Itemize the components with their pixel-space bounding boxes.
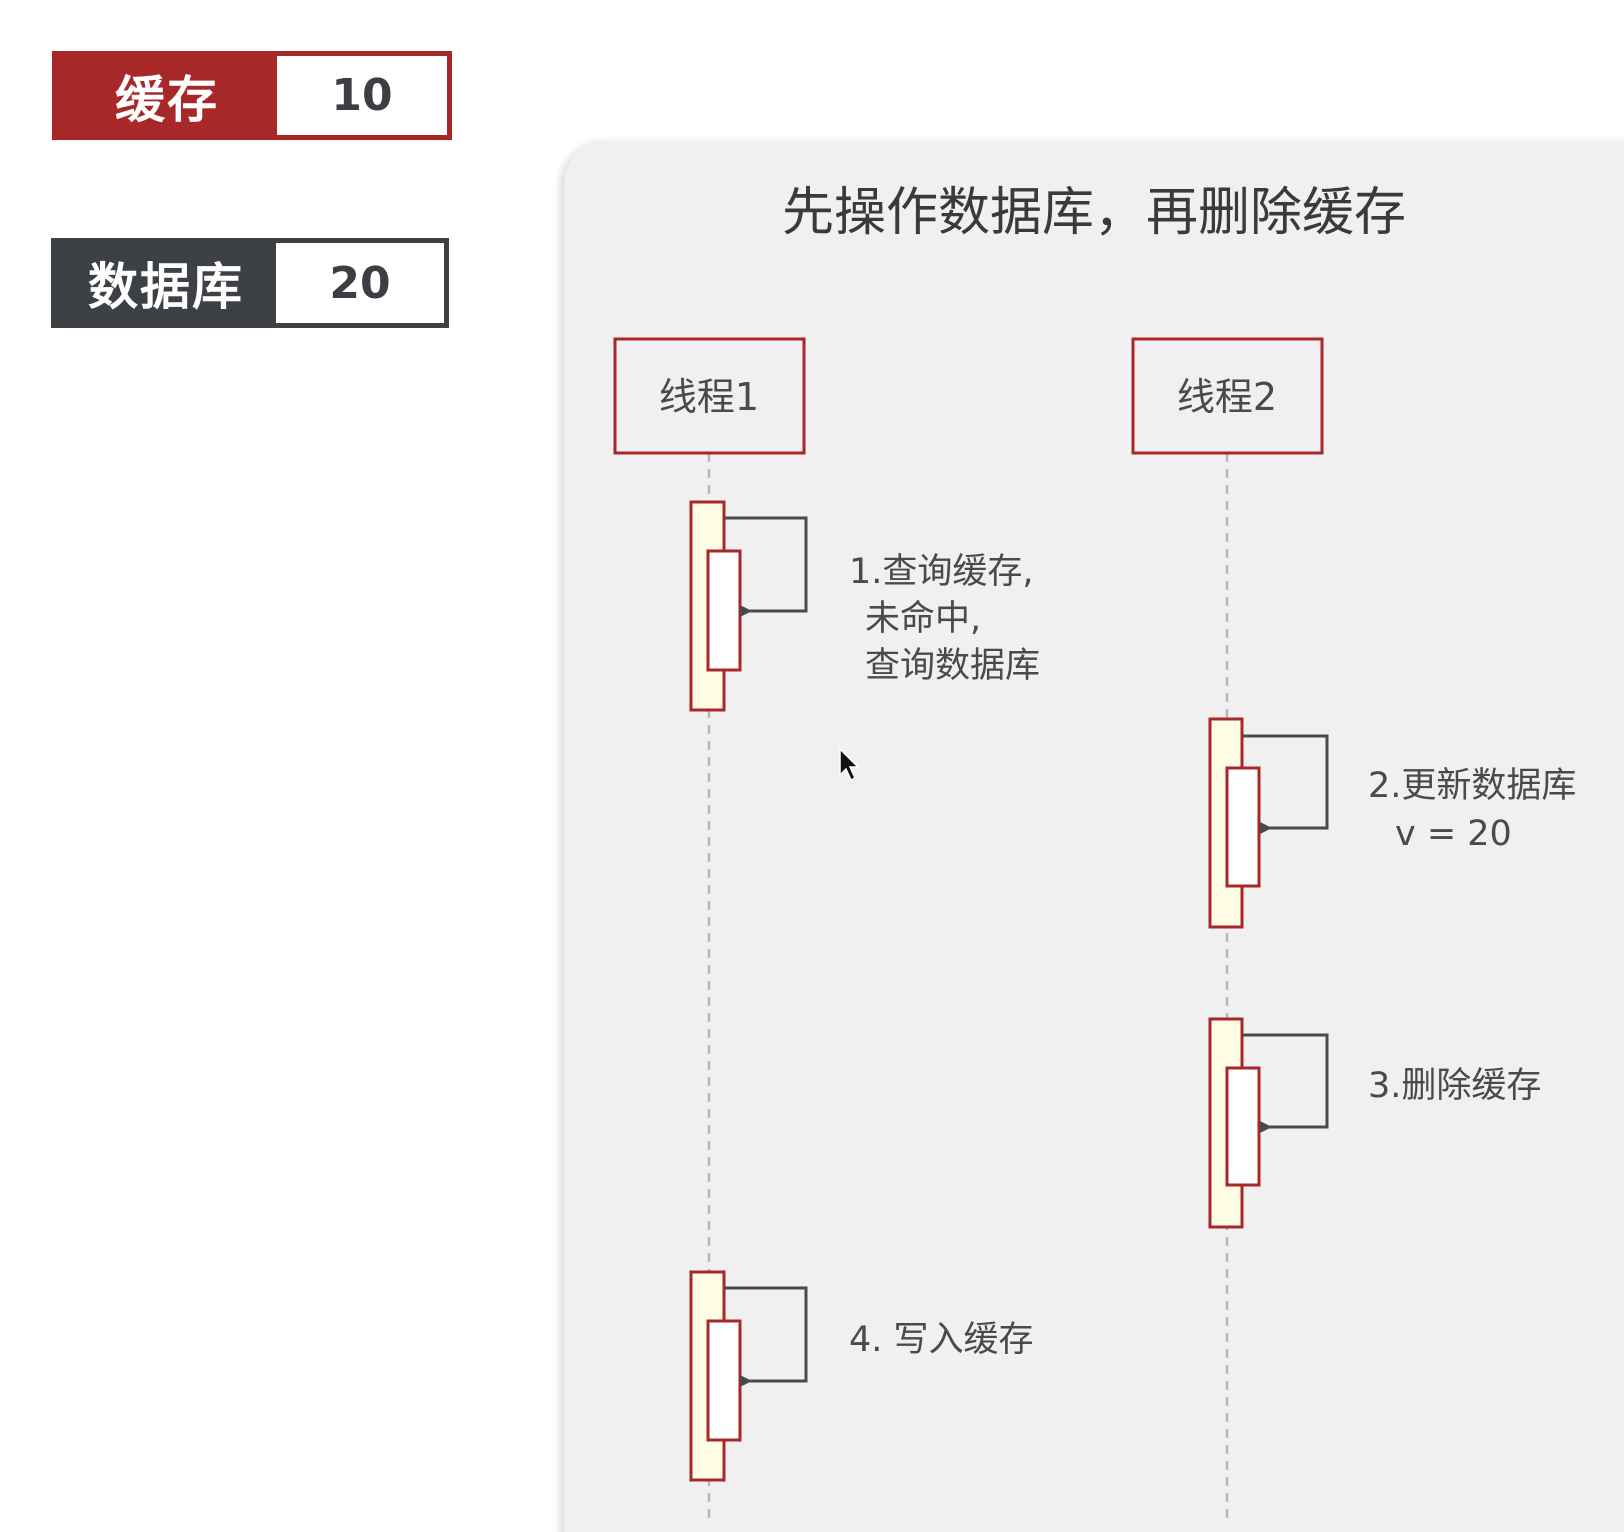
participant-thread-1: 线程1 bbox=[613, 337, 806, 455]
participant-thread-2: 线程2 bbox=[1131, 337, 1324, 455]
participant-thread-1-label: 线程1 bbox=[659, 375, 759, 419]
database-value-box: 数据库 20 bbox=[51, 238, 449, 328]
step-3-activation bbox=[1208, 1017, 1329, 1229]
step-4-label: 4. 写入缓存 bbox=[849, 1320, 1034, 1360]
cache-label: 缓存 bbox=[57, 56, 277, 135]
cache-value-box: 缓存 10 bbox=[52, 51, 452, 140]
participant-thread-2-label: 线程2 bbox=[1177, 375, 1277, 419]
diagram-title: 先操作数据库，再删除缓存 bbox=[781, 183, 1406, 243]
step-3-label: 3.删除缓存 bbox=[1368, 1066, 1541, 1106]
step-2-activation bbox=[1208, 717, 1329, 929]
database-label: 数据库 bbox=[56, 243, 276, 323]
database-value: 20 bbox=[329, 257, 391, 309]
step-4-activation bbox=[689, 1270, 808, 1482]
mouse-cursor-icon bbox=[839, 747, 860, 782]
cache-value: 10 bbox=[331, 70, 393, 121]
step-1-activation bbox=[689, 500, 808, 712]
step-1-label: 1.查询缓存, 未命中, 查询数据库 bbox=[849, 552, 1045, 686]
step-2-label: 2.更新数据库 v = 20 bbox=[1368, 766, 1588, 854]
